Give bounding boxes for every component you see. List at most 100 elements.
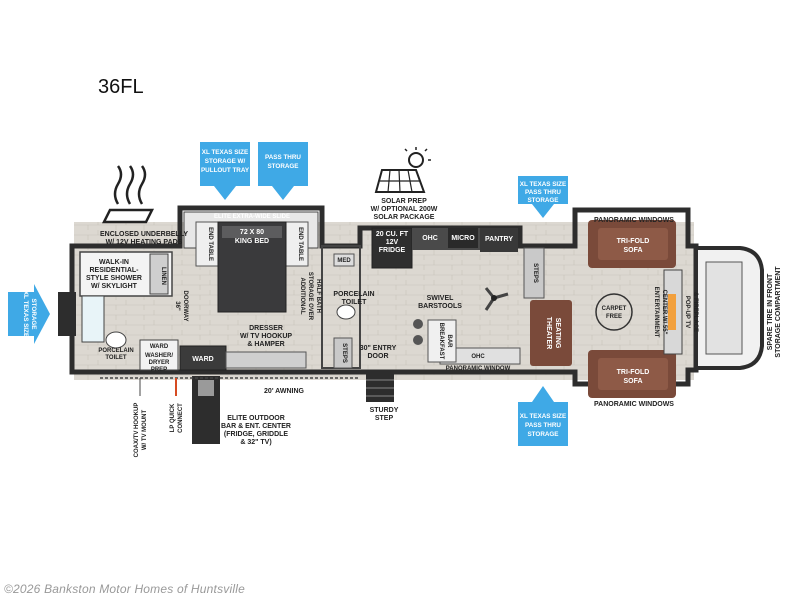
lp-line-2: CONNECT <box>178 403 184 433</box>
pantry <box>480 228 518 252</box>
ent-line-4: & FIREPLACE <box>692 292 698 332</box>
kitchen <box>371 227 521 365</box>
callout-bottom-right-storage: XL TEXAS SIZE PASS THRU STORAGE <box>518 386 568 446</box>
washer-line-2: DRYER <box>149 360 170 366</box>
ward-label-2: WARD <box>192 356 213 363</box>
shower-tray <box>81 295 105 343</box>
callout-pass-text-2: STORAGE <box>267 163 298 170</box>
outer-wall <box>69 205 699 387</box>
stool-1 <box>413 319 423 329</box>
sturdy-line-2: STEP <box>375 415 394 422</box>
ohc-bottom-label: OHC <box>471 354 485 360</box>
lp-line-1: LP QUICK <box>170 403 176 432</box>
living <box>523 220 683 398</box>
spare-line-1: SPARE TIRE IN FRONT <box>767 273 774 350</box>
fridge-line-2: 12V <box>386 239 399 246</box>
breakfast-line-1: BREAKFAST <box>438 323 444 360</box>
exterior-items <box>100 372 394 444</box>
callout-pass-thru: PASS THRU STORAGE <box>258 142 308 200</box>
shower-line-4: W/ SKYLIGHT <box>91 283 138 290</box>
theater-seating <box>530 300 572 366</box>
solar-line-2: W/ OPTIONAL 200W <box>371 206 438 213</box>
callout-left-text-2: STORAGE <box>30 298 37 329</box>
half-bath-line-3: HALF BATH <box>315 279 321 313</box>
solar-line-3: SOLAR PACKAGE <box>374 214 435 221</box>
callout-bed-text-3: PULLOUT TRAY <box>201 167 250 174</box>
entry-door-line-1: 30" ENTRY <box>360 345 397 352</box>
half-bath-toilet <box>336 304 356 320</box>
callout-bed-storage: XL TEXAS SIZE STORAGE W/ PULLOUT TRAY <box>200 142 250 200</box>
panoramic-window-label: PANORAMIC WINDOW <box>446 366 511 372</box>
ceiling-fan <box>484 287 509 311</box>
steps-half-label: STEPS <box>341 343 347 363</box>
ent-line-2: CENTER W/ 55" <box>661 290 667 335</box>
doorway-line-1: 36" <box>174 301 180 311</box>
entry-steps <box>366 372 394 402</box>
callout-bed-text-1: XL TEXAS SIZE <box>202 149 248 156</box>
ent-line-1: ENTERTAINMENT <box>653 287 659 338</box>
callout-left-text-1: XL TEXAS SIZE <box>22 291 29 337</box>
linen-closet <box>149 253 169 295</box>
theater-line-1: THEATER <box>545 317 552 350</box>
med-cabinet <box>333 253 355 267</box>
pantry-label: PANTRY <box>485 236 513 243</box>
callout-tr-text-2: PASS THRU <box>525 189 561 196</box>
spare-line-2: STORAGE COMPARTMENT <box>775 266 782 358</box>
underbelly-line-1: ENCLOSED UNDERBELLY <box>100 231 188 238</box>
micro <box>448 228 478 248</box>
callout-top-right-storage: XL TEXAS SIZE PASS THRU STORAGE <box>518 176 568 218</box>
breakfast-bar <box>427 319 457 363</box>
ward-label-1: WARD <box>150 344 169 350</box>
sofa-bottom-line-1: TRI-FOLD <box>617 369 650 376</box>
outdoor-line-1: ELITE OUTDOOR <box>227 415 285 422</box>
fridge-line-1: 20 CU. FT <box>376 231 409 238</box>
watermark: ©2026 Bankston Motor Homes of Huntsville <box>4 582 245 596</box>
swivel-line-2: BARSTOOLS <box>418 303 462 310</box>
entry-door-line-2: DOOR <box>368 353 389 360</box>
end-table-left-label: END TABLE <box>207 227 213 261</box>
sturdy-line-1: STURDY <box>370 407 399 414</box>
bed-line-2: KING BED <box>235 238 269 245</box>
carpet-line-1: CARPET <box>602 306 627 312</box>
heating-pad-icon <box>101 165 155 224</box>
half-bath-line-1: ADDITIONAL <box>299 278 305 315</box>
callout-left-storage: XL TEXAS SIZE STORAGE <box>8 284 50 344</box>
outdoor-line-4: & 32" TV) <box>240 439 271 446</box>
bed-line-1: 72 X 80 <box>240 229 264 236</box>
washer-line-1: WASHER/ <box>145 353 173 359</box>
carpet-line-2: FREE <box>606 314 622 320</box>
underbelly-line-2: W/ 12V HEATING PADS <box>106 239 183 246</box>
sofa-top-inner <box>598 228 668 260</box>
half-toilet-line-2: TOILET <box>342 299 367 306</box>
callout-bed-text-2: STORAGE W/ <box>205 158 246 165</box>
rear-toilet-line-1: PORCELAIN <box>98 348 133 354</box>
theater-line-2: SEATING <box>554 318 561 349</box>
linen-label: LINEN <box>160 267 166 285</box>
panoramic-top-label: PANORAMIC WINDOWS <box>594 217 674 224</box>
swivel-line-1: SWIVEL <box>427 295 455 302</box>
ward-closet-2 <box>179 345 227 371</box>
breakfast-line-2: BAR <box>446 335 452 349</box>
ent-line-3: POP-UP TV <box>684 296 690 328</box>
fridge-line-3: FRIDGE <box>379 247 406 254</box>
steps-half <box>333 337 353 369</box>
stool-2 <box>413 335 423 345</box>
half-bath-line-2: STORAGE OVER <box>307 272 313 321</box>
steps-living-label: STEPS <box>532 263 538 283</box>
outdoor-line-2: BAR & ENT. CENTER <box>221 423 291 430</box>
slide-label: ELITE EXTRA-WIDE SLIDE <box>214 214 290 220</box>
end-table-right <box>285 221 309 267</box>
washer-line-3: PREP <box>151 367 167 373</box>
pillows <box>222 226 282 238</box>
callout-br-text-3: STORAGE <box>527 431 558 438</box>
solar-panel-icon <box>374 147 431 193</box>
sofa-bottom-line-2: SOFA <box>623 378 642 385</box>
callout-br-text-2: PASS THRU <box>525 422 561 429</box>
rear-bath: LINEN <box>79 251 227 371</box>
callout-tr-text-1: XL TEXAS SIZE <box>520 181 566 188</box>
sofa-top-line-1: TRI-FOLD <box>617 238 650 245</box>
ward-closet-1 <box>139 339 179 371</box>
med-label: MED <box>337 258 351 264</box>
dresser-line-1: DRESSER <box>249 325 283 332</box>
